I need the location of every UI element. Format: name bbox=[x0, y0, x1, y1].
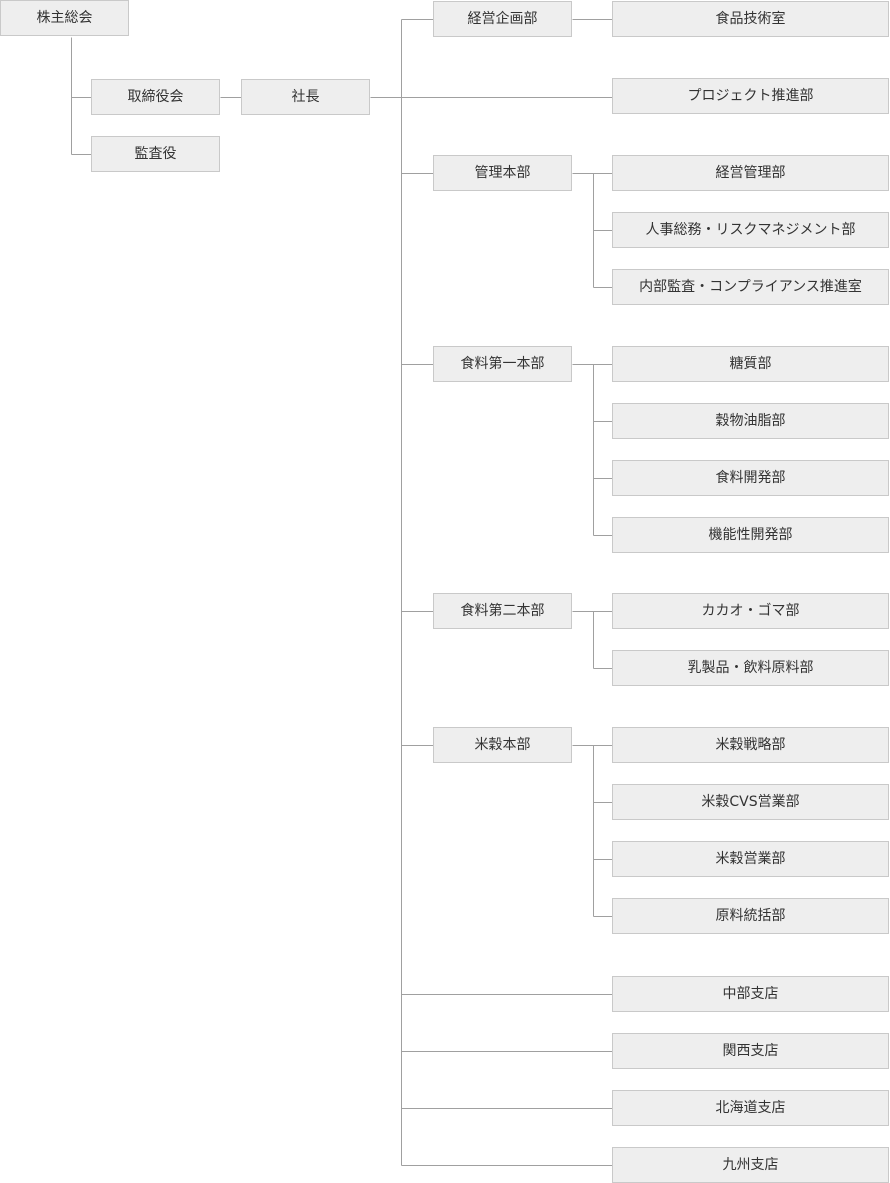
node-kyushu[interactable]: 九州支店 bbox=[612, 1147, 889, 1183]
node-food2-hq[interactable]: 食料第二本部 bbox=[433, 593, 572, 629]
node-grain-oil[interactable]: 穀物油脂部 bbox=[612, 403, 889, 439]
node-project-promo[interactable]: プロジェクト推進部 bbox=[612, 78, 889, 114]
node-rice-sales[interactable]: 米穀営業部 bbox=[612, 841, 889, 877]
node-food-dev[interactable]: 食料開発部 bbox=[612, 460, 889, 496]
node-food1-hq[interactable]: 食料第一本部 bbox=[433, 346, 572, 382]
node-hr-risk[interactable]: 人事総務・リスクマネジメント部 bbox=[612, 212, 889, 248]
node-functional-dev[interactable]: 機能性開発部 bbox=[612, 517, 889, 553]
node-admin-hq[interactable]: 管理本部 bbox=[433, 155, 572, 191]
node-cacao-sesame[interactable]: カカオ・ゴマ部 bbox=[612, 593, 889, 629]
node-rice-cvs[interactable]: 米穀CVS営業部 bbox=[612, 784, 889, 820]
node-dairy-beverage[interactable]: 乳製品・飲料原料部 bbox=[612, 650, 889, 686]
node-corp-planning[interactable]: 経営企画部 bbox=[433, 1, 572, 37]
node-mgmt-admin[interactable]: 経営管理部 bbox=[612, 155, 889, 191]
node-chubu[interactable]: 中部支店 bbox=[612, 976, 889, 1012]
node-hokkaido[interactable]: 北海道支店 bbox=[612, 1090, 889, 1126]
node-president[interactable]: 社長 bbox=[241, 79, 370, 115]
node-rice-strategy[interactable]: 米穀戦略部 bbox=[612, 727, 889, 763]
node-food-tech[interactable]: 食品技術室 bbox=[612, 1, 889, 37]
node-auditor[interactable]: 監査役 bbox=[91, 136, 220, 172]
node-raw-materials[interactable]: 原料統括部 bbox=[612, 898, 889, 934]
node-sugar[interactable]: 糖質部 bbox=[612, 346, 889, 382]
node-kansai[interactable]: 関西支店 bbox=[612, 1033, 889, 1069]
node-audit-compliance[interactable]: 内部監査・コンプライアンス推進室 bbox=[612, 269, 889, 305]
node-board[interactable]: 取締役会 bbox=[91, 79, 220, 115]
node-rice-hq[interactable]: 米穀本部 bbox=[433, 727, 572, 763]
node-shareholders[interactable]: 株主総会 bbox=[0, 0, 129, 36]
